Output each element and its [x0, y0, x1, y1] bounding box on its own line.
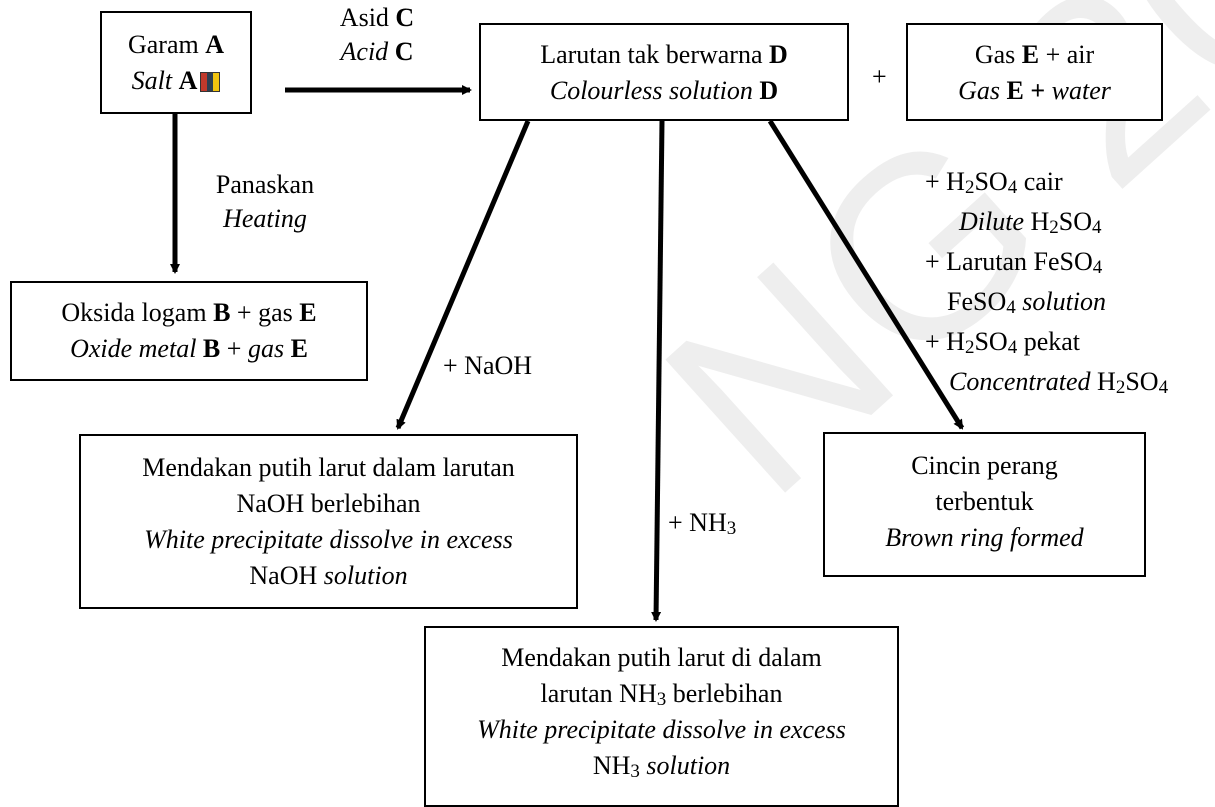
heating-label: Panaskan Heating — [215, 170, 315, 233]
naoh-label: + NaOH — [443, 351, 533, 380]
plus-label: + — [872, 62, 887, 91]
oxide-box: Oksida logam B + gas E Oxide metal B + g… — [10, 281, 368, 381]
scanner-badge-icon — [200, 72, 221, 92]
arrow-solution-to-ring — [767, 119, 965, 430]
solution-box: Larutan tak berwarna D Colourless soluti… — [479, 23, 849, 121]
acid-label: Asid C Acid C — [339, 3, 415, 66]
h2so4-tests-label: + H2SO4 cair Dilute H2SO4 + Larutan FeSO… — [925, 167, 1169, 398]
nh3-result-box: Mendakan putih larut di dalam larutan NH… — [424, 626, 899, 807]
nh3-label: + NH3 — [668, 508, 737, 539]
arrow-solution-to-naoh — [395, 120, 531, 430]
gas-box: Gas E + air Gas E + water — [906, 23, 1163, 121]
salt-box: Garam A Salt A — [100, 11, 252, 114]
naoh-result-box: Mendakan putih larut dalam larutan NaOH … — [79, 434, 578, 609]
arrow-solution-to-nh3 — [651, 120, 665, 622]
ring-result-box: Cincin perang terbentuk Brown ring forme… — [823, 432, 1146, 577]
